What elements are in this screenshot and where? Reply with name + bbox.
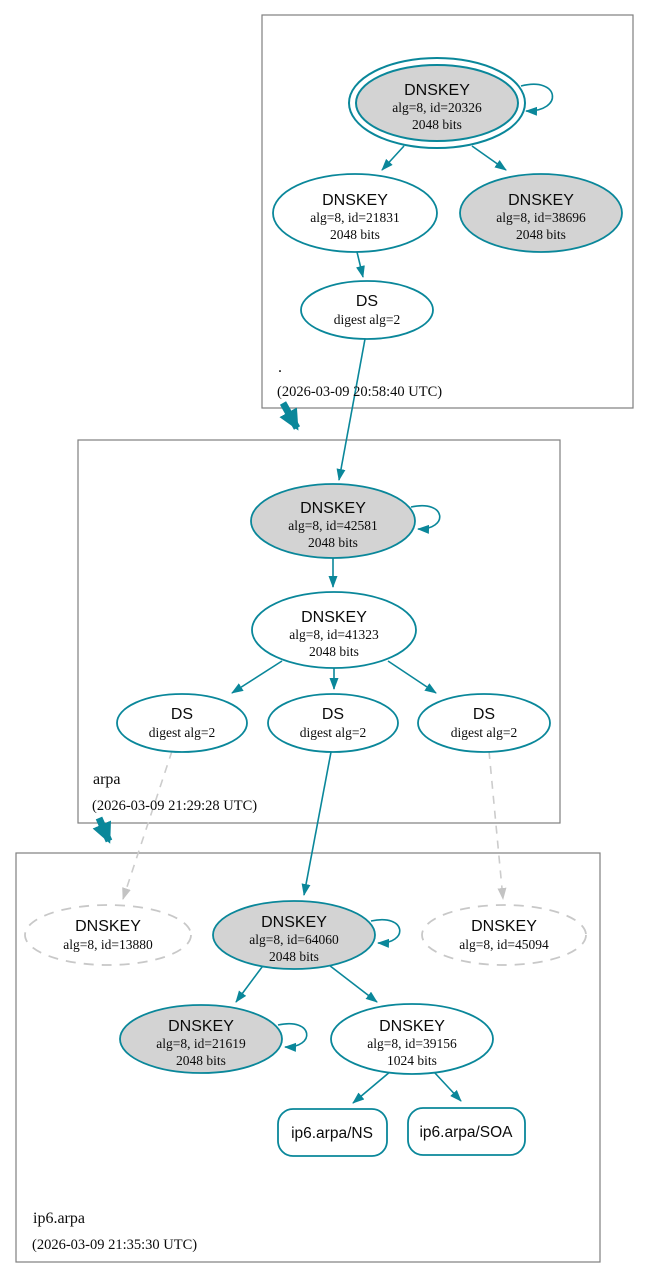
edge-ip6-key21619-self-loop (277, 1022, 308, 1052)
node-title: DS (356, 293, 378, 310)
node-detail: alg=8, id=45094 (459, 937, 549, 952)
zone-label-root: . (278, 359, 282, 376)
node-title: DNSKEY (471, 918, 537, 935)
edge-root-ksk-self-loop (520, 83, 554, 116)
edge-arpa-ds3-to-key45094-dashed (488, 750, 507, 900)
zone-box-arpa (77, 439, 561, 824)
node-bits: 2048 bits (176, 1053, 226, 1068)
edge-ip6-zsk-to-soa (433, 1071, 462, 1102)
node-ip6-key-21619: DNSKEY alg=8, id=21619 2048 bits (119, 1004, 283, 1074)
node-detail: alg=8, id=21831 (310, 210, 399, 225)
edge-ip6-zsk-to-ns (352, 1070, 392, 1104)
node-root-ksk-20326: DNSKEY alg=8, id=20326 2048 bits (348, 57, 526, 149)
edge-root-ds-to-arpa-ksk (336, 338, 366, 481)
zone-label-ip6arpa: ip6.arpa (33, 1210, 85, 1227)
zone-timestamp-ip6arpa: (2026-03-09 21:35:30 UTC) (32, 1237, 197, 1253)
node-bits: 1024 bits (387, 1053, 437, 1068)
edge-ip6-ksk-to-zsk (324, 961, 378, 1003)
node-detail: digest alg=2 (149, 725, 215, 740)
node-arpa-ds-left: DS digest alg=2 (116, 693, 248, 753)
node-detail: alg=8, id=21619 (156, 1036, 246, 1051)
node-detail: digest alg=2 (300, 725, 366, 740)
edge-arpa-zsk-to-ds1 (231, 660, 283, 694)
rrset-label: ip6.arpa/SOA (419, 1124, 513, 1141)
edge-root-ksk-to-zsk (381, 145, 405, 171)
zone-box-ip6arpa (15, 852, 601, 1263)
zone-timestamp-root: (2026-03-09 20:58:40 UTC) (277, 384, 442, 400)
node-arpa-ksk-42581: DNSKEY alg=8, id=42581 2048 bits (250, 483, 416, 559)
node-root-zsk-21831: DNSKEY alg=8, id=21831 2048 bits (272, 173, 438, 253)
edge-delegation-root-to-arpa (279, 401, 301, 431)
node-detail: alg=8, id=42581 (288, 518, 377, 533)
node-root-key-38696: DNSKEY alg=8, id=38696 2048 bits (459, 173, 623, 253)
node-ip6-key-45094: DNSKEY alg=8, id=45094 (421, 904, 587, 966)
node-bits: 2048 bits (269, 949, 319, 964)
node-ip6-key-13880: DNSKEY alg=8, id=13880 (24, 904, 192, 966)
node-title: DNSKEY (168, 1018, 234, 1035)
node-detail: alg=8, id=64060 (249, 932, 339, 947)
zone-label-arpa: arpa (93, 771, 121, 788)
zone-timestamp-arpa: (2026-03-09 21:29:28 UTC) (92, 798, 257, 814)
node-arpa-ds-middle: DS digest alg=2 (267, 693, 399, 753)
node-title: DNSKEY (301, 609, 367, 626)
edge-arpa-ds2-to-ip6-ksk (301, 751, 332, 896)
node-title: DNSKEY (404, 82, 470, 99)
node-title: DNSKEY (75, 918, 141, 935)
node-bits: 2048 bits (309, 644, 359, 659)
node-bits: 2048 bits (308, 535, 358, 550)
node-detail: alg=8, id=39156 (367, 1036, 457, 1051)
rrset-label: ip6.arpa/NS (291, 1125, 373, 1142)
node-ip6-ksk-64060: DNSKEY alg=8, id=64060 2048 bits (212, 900, 376, 970)
node-title: DNSKEY (261, 914, 327, 931)
node-title: DNSKEY (300, 500, 366, 517)
node-title: DNSKEY (379, 1018, 445, 1035)
edge-ip6-ksk-self-loop (370, 918, 401, 948)
edge-root-zsk-to-ds (356, 251, 365, 278)
node-title: DNSKEY (322, 192, 388, 209)
edge-arpa-zsk-to-ds3 (387, 660, 437, 694)
node-detail: digest alg=2 (334, 312, 400, 327)
node-bits: 2048 bits (330, 227, 380, 242)
node-title: DS (171, 706, 193, 723)
node-bits: 2048 bits (412, 117, 462, 132)
node-arpa-ds-right: DS digest alg=2 (417, 693, 551, 753)
node-root-ds: DS digest alg=2 (300, 280, 434, 340)
edge-arpa-ds1-to-key13880-dashed (122, 750, 173, 900)
node-ip6-ns-rrset: ip6.arpa/NS (277, 1108, 388, 1157)
node-detail: alg=8, id=13880 (63, 937, 153, 952)
node-ip6-soa-rrset: ip6.arpa/SOA (407, 1107, 526, 1156)
node-ip6-zsk-39156: DNSKEY alg=8, id=39156 1024 bits (330, 1003, 494, 1075)
edge-delegation-arpa-to-ip6arpa (92, 816, 113, 844)
node-detail: alg=8, id=41323 (289, 627, 379, 642)
zone-box-root (261, 14, 634, 409)
node-detail: digest alg=2 (451, 725, 517, 740)
edge-arpa-ksk-self-loop (410, 504, 441, 534)
node-detail: alg=8, id=20326 (392, 100, 482, 115)
edge-root-ksk-to-key38696 (471, 145, 507, 171)
edge-ip6-ksk-to-key21619 (235, 962, 266, 1003)
node-detail: alg=8, id=38696 (496, 210, 586, 225)
node-title: DS (322, 706, 344, 723)
node-arpa-zsk-41323: DNSKEY alg=8, id=41323 2048 bits (251, 591, 417, 669)
node-title: DS (473, 706, 495, 723)
node-title: DNSKEY (508, 192, 574, 209)
node-bits: 2048 bits (516, 227, 566, 242)
